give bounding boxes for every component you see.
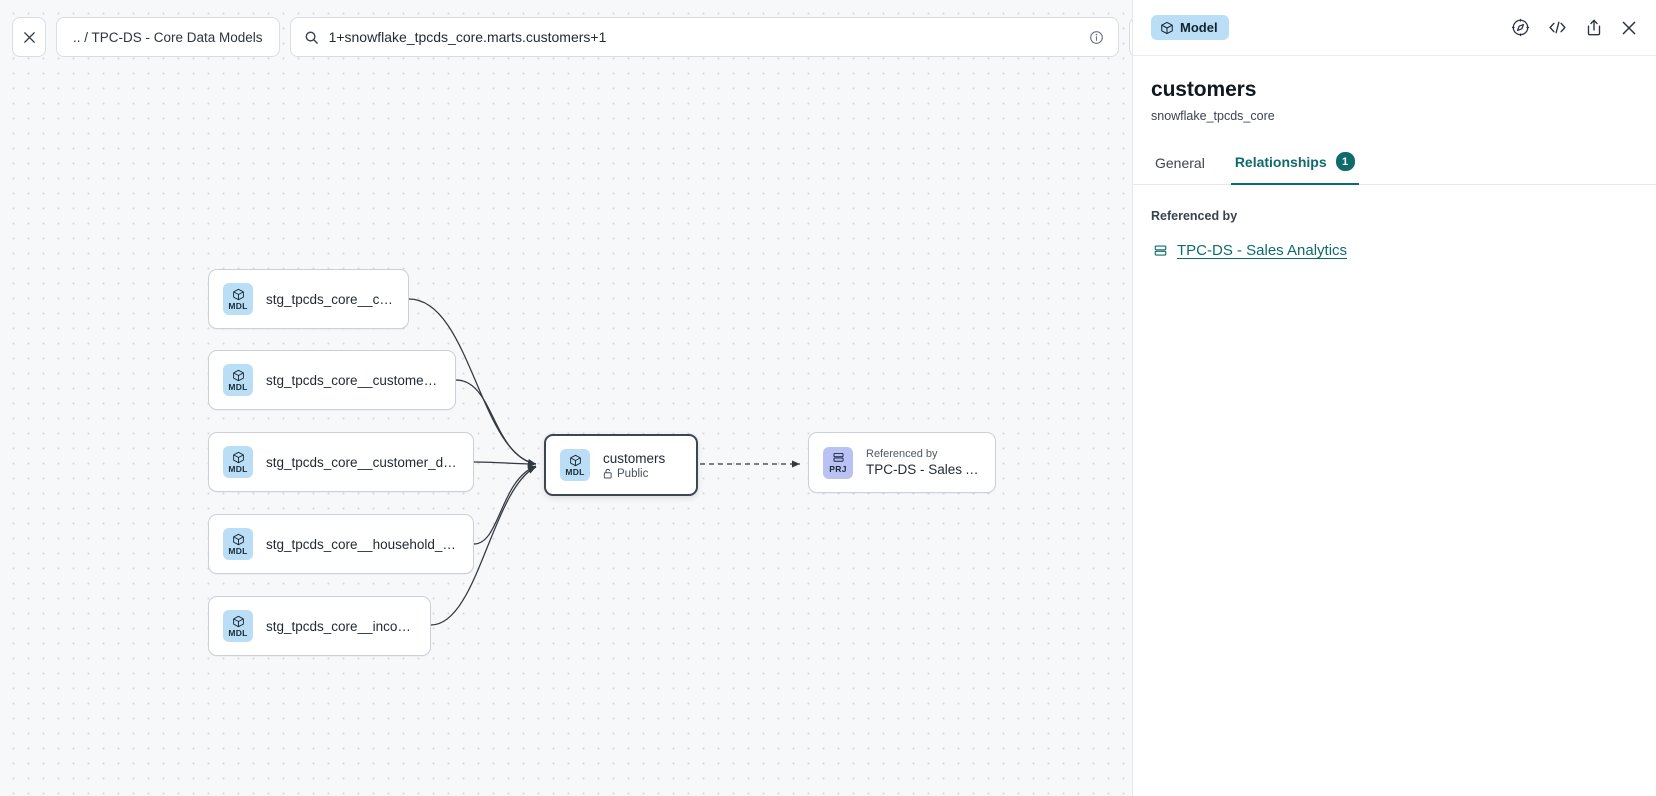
node-text: stg_tpcds_core__customer_demogra... xyxy=(266,455,459,470)
model-badge: MDL xyxy=(560,449,590,481)
graph-node-upstream[interactable]: MDL stg_tpcds_core__customer xyxy=(208,269,409,329)
close-icon xyxy=(23,31,35,43)
refresh-button[interactable] xyxy=(1128,17,1132,57)
graph-node-upstream[interactable]: MDL stg_tpcds_core__customer_address xyxy=(208,350,456,410)
node-text: stg_tpcds_core__customer_address xyxy=(266,373,441,388)
node-title: stg_tpcds_core__customer_demogra... xyxy=(266,454,459,470)
breadcrumb[interactable]: .. / TPC-DS - Core Data Models xyxy=(56,17,280,57)
project-badge: PRJ xyxy=(823,446,853,479)
cube-icon xyxy=(1161,21,1173,34)
close-icon[interactable] xyxy=(1620,19,1638,37)
search-icon xyxy=(305,31,318,44)
share-icon[interactable] xyxy=(1585,18,1603,37)
asset-type-label: Model xyxy=(1180,20,1218,35)
tab-count-badge: 1 xyxy=(1335,152,1355,171)
badge-label: MDL xyxy=(228,381,248,392)
project-icon xyxy=(832,452,844,462)
unlock-icon xyxy=(603,468,612,479)
node-text: customers Public xyxy=(603,451,665,480)
cube-icon xyxy=(569,454,581,466)
node-title: stg_tpcds_core__household_demogr... xyxy=(266,536,459,552)
asset-type-chip: Model xyxy=(1151,15,1229,40)
list-item[interactable]: TPC-DS - Sales Analytics xyxy=(1151,242,1638,259)
tab-label: General xyxy=(1155,155,1205,171)
badge-label: MDL xyxy=(228,300,248,311)
project-icon xyxy=(1154,245,1167,256)
info-icon[interactable] xyxy=(1089,30,1104,45)
cube-icon xyxy=(232,451,244,463)
model-badge: MDL xyxy=(223,364,253,396)
node-title: stg_tpcds_core__income_band xyxy=(266,618,416,634)
referenced-by-link[interactable]: TPC-DS - Sales Analytics xyxy=(1177,242,1348,259)
breadcrumb-label: .. / TPC-DS - Core Data Models xyxy=(73,29,263,45)
explore-icon[interactable] xyxy=(1511,18,1530,37)
node-title: customers xyxy=(603,450,666,466)
badge-label: MDL xyxy=(228,545,248,556)
node-access-label: Public xyxy=(617,467,649,480)
node-access: Public xyxy=(603,468,665,480)
badge-label: PRJ xyxy=(829,464,847,474)
node-text: stg_tpcds_core__income_band xyxy=(266,619,416,634)
graph-node-upstream[interactable]: MDL stg_tpcds_core__income_band xyxy=(208,596,431,656)
graph-node-upstream[interactable]: MDL stg_tpcds_core__customer_demogra... xyxy=(208,432,474,492)
lineage-canvas[interactable]: .. / TPC-DS - Core Data Models xyxy=(0,0,1132,796)
badge-label: MDL xyxy=(228,627,248,638)
graph-node-upstream[interactable]: MDL stg_tpcds_core__household_demogr... xyxy=(208,514,474,574)
node-text: stg_tpcds_core__customer xyxy=(266,292,394,307)
cube-icon xyxy=(232,288,244,300)
badge-label: MDL xyxy=(228,463,248,474)
cube-icon xyxy=(232,369,244,381)
close-graph-button[interactable] xyxy=(12,17,46,57)
relationships-content: Referenced by TPC-DS - Sales Analytics xyxy=(1133,185,1656,259)
tab-relationships[interactable]: Relationships 1 xyxy=(1230,143,1359,185)
model-badge: MDL xyxy=(223,446,253,478)
node-title: stg_tpcds_core__customer xyxy=(266,291,394,307)
node-kicker: Referenced by xyxy=(866,448,938,460)
graph-node-selected[interactable]: MDL customers Public xyxy=(544,434,698,496)
page-title: customers xyxy=(1151,78,1257,101)
code-icon[interactable] xyxy=(1547,18,1568,37)
search-input[interactable] xyxy=(328,29,1079,45)
tab-label: Relationships xyxy=(1234,153,1327,170)
cube-icon xyxy=(232,615,244,627)
panel-actions xyxy=(1511,18,1638,37)
canvas-toolbar: .. / TPC-DS - Core Data Models xyxy=(12,17,1132,57)
tab-general[interactable]: General xyxy=(1151,146,1209,185)
panel-title-block: customers snowflake_tpcds_core xyxy=(1133,56,1656,123)
graph-node-downstream[interactable]: PRJ Referenced by TPC-DS - Sales Analyti… xyxy=(808,432,996,493)
model-badge: MDL xyxy=(223,528,253,560)
panel-tabs: General Relationships 1 xyxy=(1133,143,1656,185)
lineage-edges xyxy=(408,298,800,626)
details-panel-header: Model xyxy=(1133,0,1656,56)
panel-subtitle: snowflake_tpcds_core xyxy=(1151,109,1275,123)
section-label-referenced-by: Referenced by xyxy=(1151,209,1238,223)
cube-icon xyxy=(232,533,244,545)
model-badge: MDL xyxy=(223,610,253,642)
node-text: stg_tpcds_core__household_demogr... xyxy=(266,537,459,552)
model-badge: MDL xyxy=(223,283,253,315)
node-title: stg_tpcds_core__customer_address xyxy=(266,372,441,388)
lineage-search-box[interactable] xyxy=(289,17,1119,57)
details-panel: Model xyxy=(1132,0,1656,796)
badge-label: MDL xyxy=(565,466,585,477)
node-title: TPC-DS - Sales Analytics xyxy=(866,462,981,477)
node-text: Referenced by TPC-DS - Sales Analytics xyxy=(866,448,981,477)
